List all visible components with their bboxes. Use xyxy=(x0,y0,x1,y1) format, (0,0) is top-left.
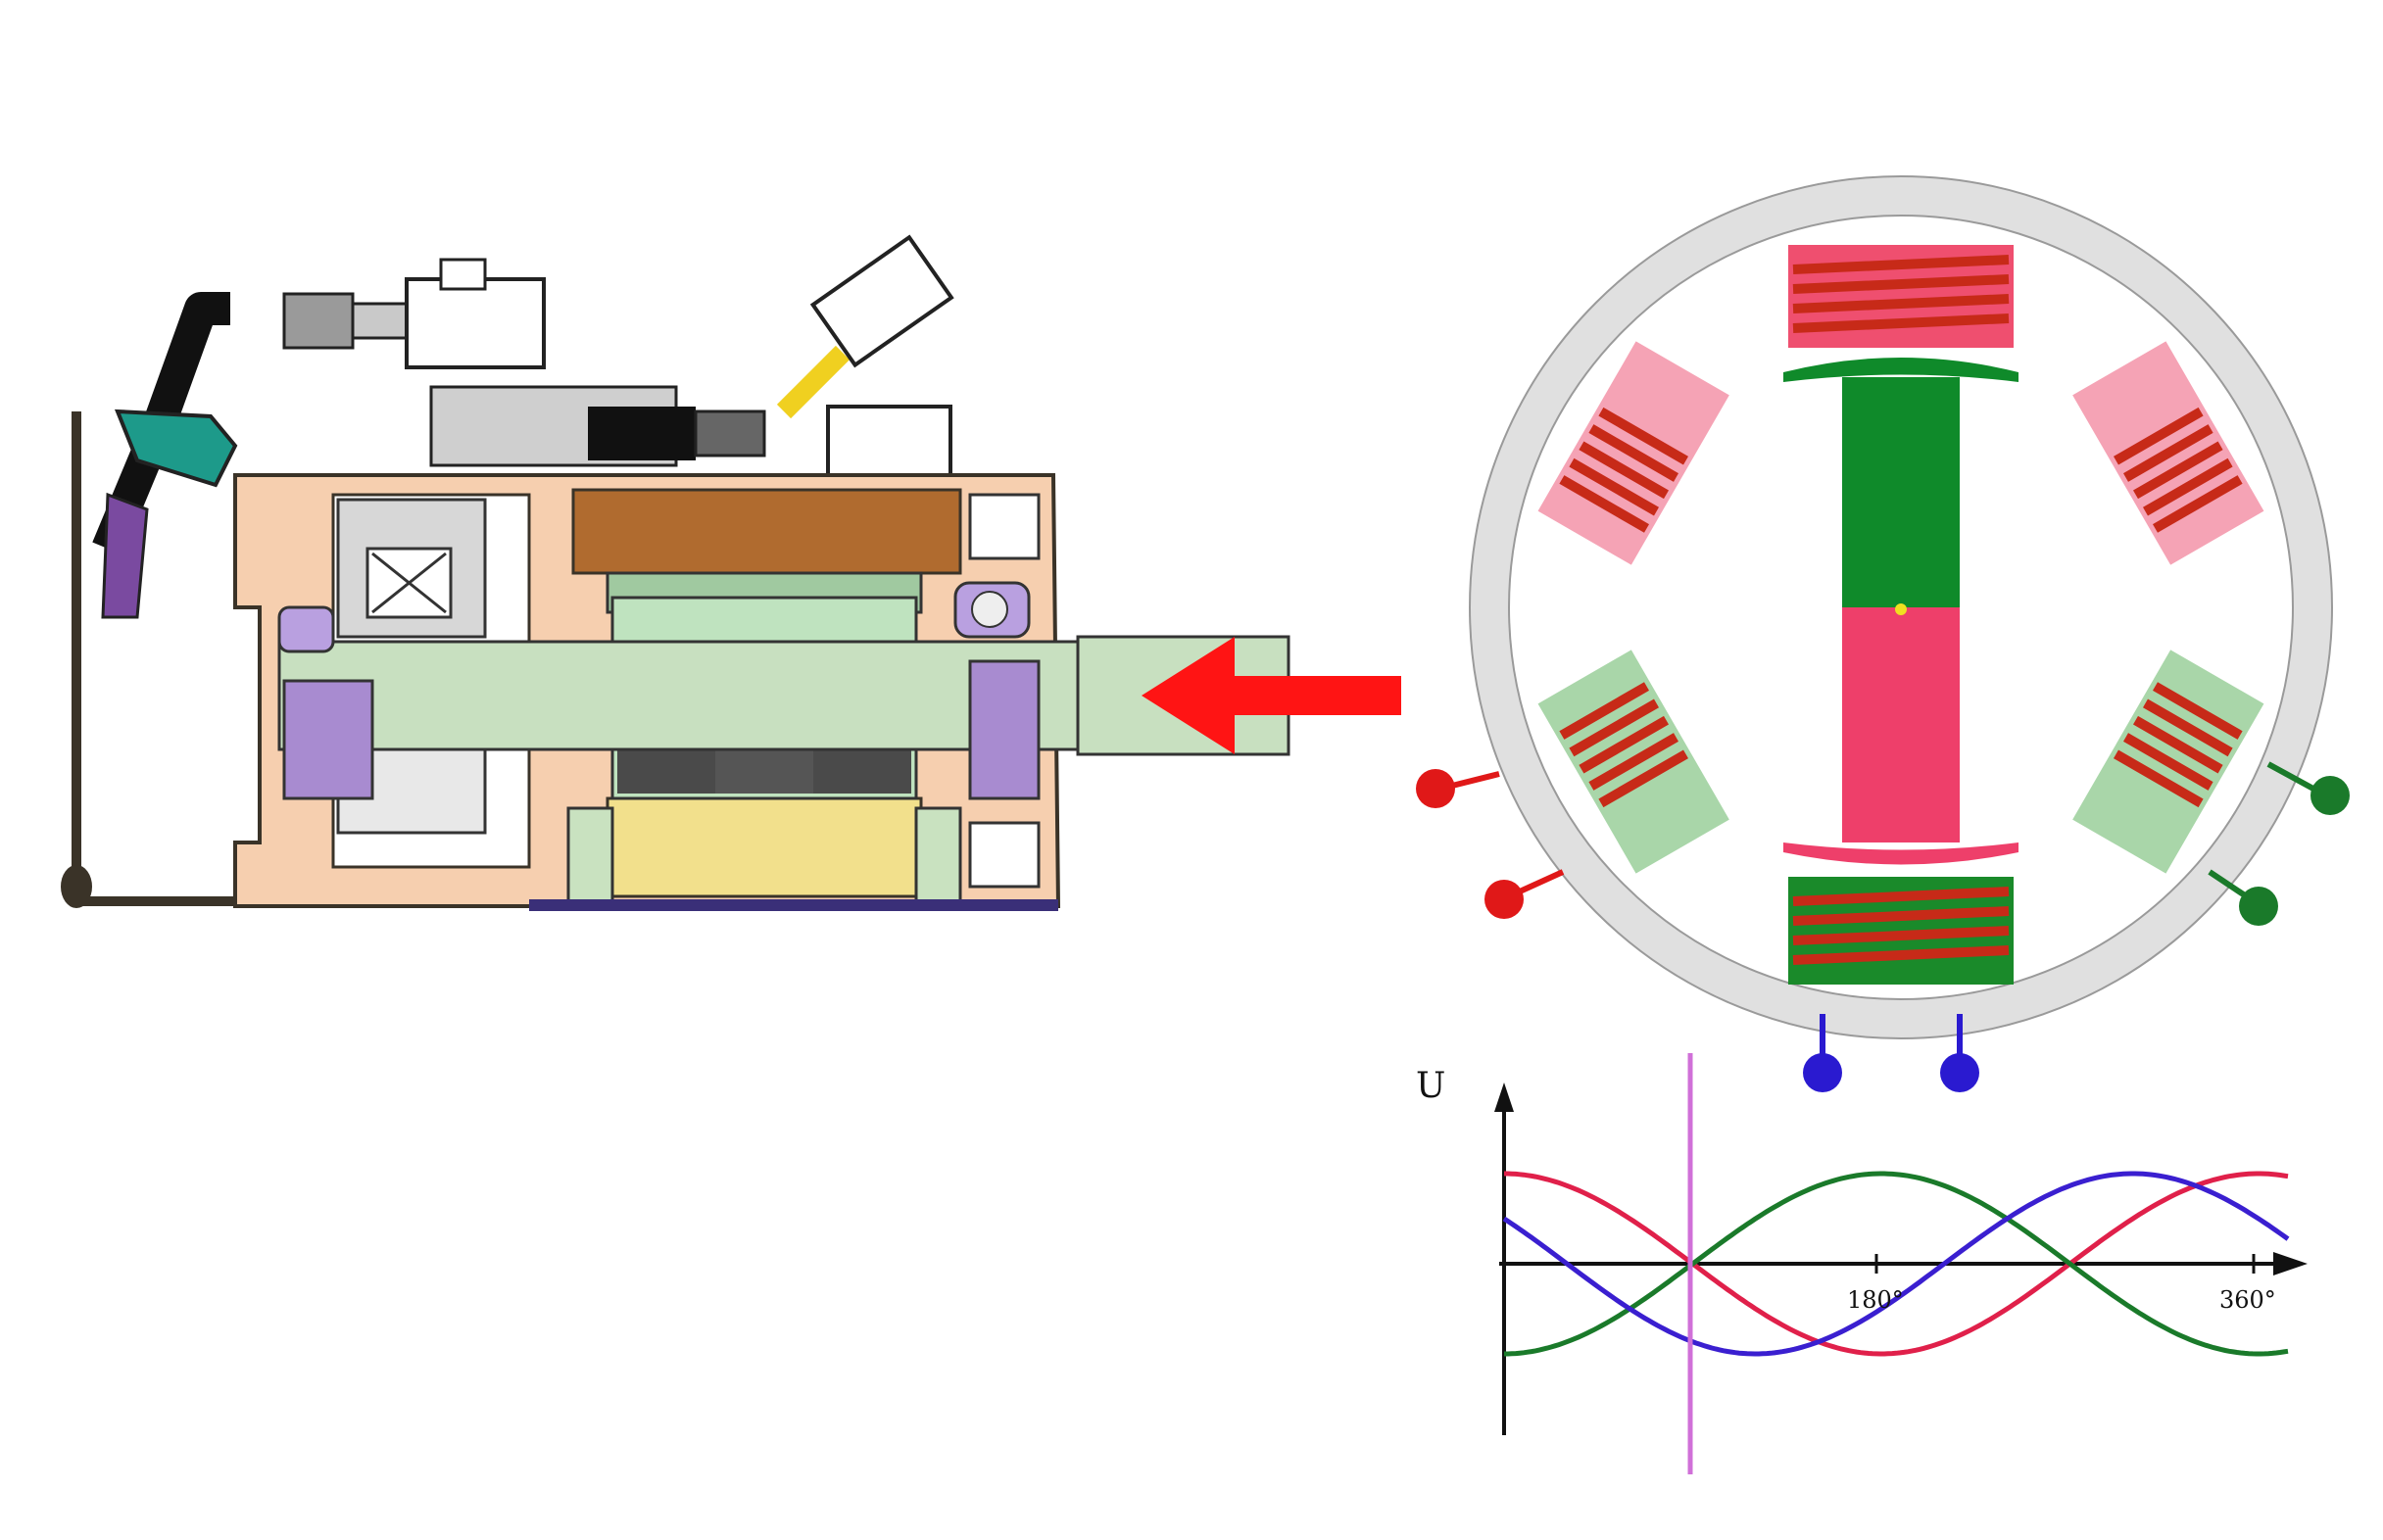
connector-sleeve xyxy=(282,292,355,350)
terminal-blue-1 xyxy=(1803,1014,1842,1092)
terminal-green-1 xyxy=(2266,761,2350,815)
motor-cross-section xyxy=(61,234,1401,911)
rotor-center xyxy=(1895,603,1907,615)
brake-x-mark xyxy=(371,552,447,614)
stator-rotor-schematic xyxy=(1416,175,2350,1092)
black-cable xyxy=(92,292,230,555)
stator-ring-outline-outer xyxy=(1469,175,2333,1039)
grey-connector xyxy=(694,409,766,457)
rear-bearing xyxy=(277,605,335,653)
rotor-cap-top xyxy=(1783,358,2018,382)
stator-frame-bottom-right xyxy=(914,806,962,903)
x-axis-arrow xyxy=(2273,1252,2308,1275)
front-bearing xyxy=(968,659,1041,800)
wave-phase-blue xyxy=(1502,1171,2290,1357)
encoder-housing xyxy=(114,409,238,488)
coil-bottom xyxy=(1792,887,2010,965)
plug-top-middle xyxy=(809,234,954,368)
stator-pole-upper-left xyxy=(1537,341,1729,565)
plug-tab xyxy=(439,258,487,291)
terminal-red-2 xyxy=(1484,869,1565,919)
wave-phase-red xyxy=(1504,1171,2289,1357)
connector-body xyxy=(351,302,409,340)
shaft-collar xyxy=(282,679,374,800)
encoder-bracket xyxy=(101,492,149,619)
waveform-graph: U 180° 360° xyxy=(1416,1053,2308,1474)
terminal-green-2 xyxy=(2208,869,2278,926)
front-window-top xyxy=(968,493,1041,560)
stator-winding-bottom xyxy=(606,796,923,898)
rotor-cap-bottom xyxy=(1783,842,2018,865)
black-connector xyxy=(588,407,696,460)
red-arrow xyxy=(1142,637,1401,754)
stator-winding-top xyxy=(571,488,962,575)
stator-ring-outline-inner xyxy=(1508,215,2294,1000)
rotor-south-half xyxy=(1842,607,1960,842)
yellow-cable xyxy=(776,345,851,419)
motor-base xyxy=(529,899,1058,911)
front-window-bottom xyxy=(968,821,1041,889)
coil-top xyxy=(1792,255,2010,333)
stator-pole-lower-left xyxy=(1537,650,1729,874)
cable-clamp xyxy=(61,865,92,908)
tick-label-180: 180° xyxy=(1847,1286,1904,1314)
stator-pole-lower-right xyxy=(2072,650,2264,874)
wave-phase-green xyxy=(1504,1171,2289,1357)
terminal-blue-2 xyxy=(1940,1014,1979,1092)
plug-top-left xyxy=(405,277,546,369)
plug-power xyxy=(826,405,952,482)
y-axis-arrow xyxy=(1494,1083,1514,1112)
terminal-red-1 xyxy=(1416,769,1500,808)
stator-frame-bottom xyxy=(566,806,614,903)
front-ball xyxy=(971,591,1008,628)
y-axis-label: U xyxy=(1416,1066,1445,1106)
rotor-north-half xyxy=(1842,377,1960,607)
stator-pole-upper-right xyxy=(2072,341,2264,565)
tick-label-360: 360° xyxy=(2219,1286,2276,1314)
